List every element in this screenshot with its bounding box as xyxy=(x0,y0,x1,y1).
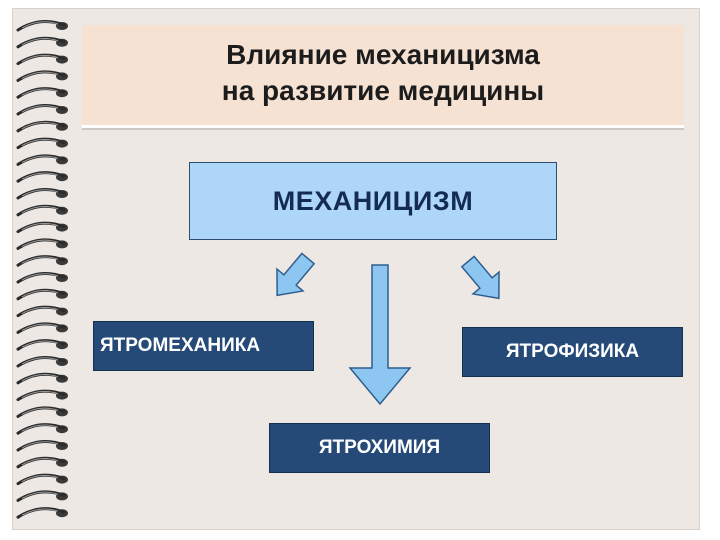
spiral-ring xyxy=(16,137,68,150)
spiral-ring xyxy=(16,456,68,469)
branch-node-iatrochemistry: ЯТРОХИМИЯ xyxy=(269,423,490,473)
spiral-ring xyxy=(16,406,68,418)
spiral-ring xyxy=(16,423,68,435)
spiral-ring xyxy=(16,355,68,368)
spiral-ring xyxy=(16,372,68,385)
spiral-ring xyxy=(16,389,68,402)
spiral-ring xyxy=(16,87,68,99)
spiral-ring xyxy=(16,103,68,116)
spiral-ring xyxy=(16,271,68,284)
title-line-2: на развитие медицины xyxy=(221,75,545,106)
spiral-ring xyxy=(16,490,68,502)
branch-node-iatrophysics: ЯТРОФИЗИКА xyxy=(462,327,683,377)
spiral-ring xyxy=(16,187,68,200)
slide-title: Влияние механицизма на развитие медицины xyxy=(82,25,684,128)
spiral-ring xyxy=(16,439,68,452)
spiral-ring xyxy=(16,255,68,267)
spiral-ring xyxy=(16,238,68,250)
spiral-ring xyxy=(16,473,68,486)
spiral-ring xyxy=(16,204,68,217)
spiral-ring xyxy=(16,19,68,32)
root-node-mechanicism: МЕХАНИЦИЗМ xyxy=(189,162,557,240)
spiral-ring xyxy=(16,53,68,66)
spiral-ring xyxy=(16,507,68,519)
spiral-ring xyxy=(16,70,68,82)
spiral-binding-icon xyxy=(16,19,68,519)
spiral-ring xyxy=(16,36,68,49)
spiral-ring xyxy=(16,339,68,351)
spiral-ring xyxy=(16,322,68,334)
spiral-ring xyxy=(16,288,68,301)
spiral-ring xyxy=(16,154,68,166)
spiral-ring xyxy=(16,171,68,183)
branch-node-iatromechanics: ЯТРОМЕХАНИКА xyxy=(93,321,314,371)
spiral-ring xyxy=(16,221,68,234)
title-line-1: Влияние механицизма xyxy=(226,39,540,70)
spiral-ring xyxy=(16,305,68,318)
spiral-ring xyxy=(16,120,68,133)
